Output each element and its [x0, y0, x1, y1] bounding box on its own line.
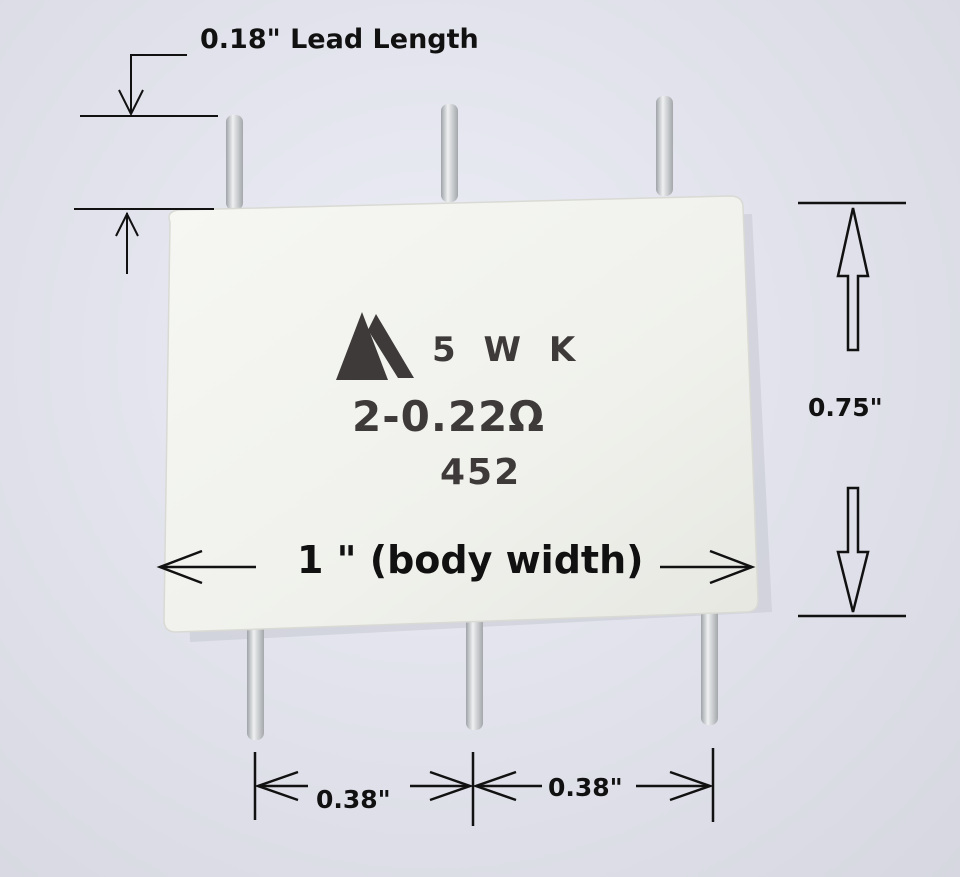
pitch-left-label: 0.38"	[316, 785, 391, 814]
bottom-lead-left	[247, 618, 264, 740]
body-width-label: 1 " (body width)	[297, 538, 644, 582]
lead-length-label: 0.18" Lead Length	[200, 24, 479, 55]
marking-code: 452	[440, 452, 522, 493]
body-height-label: 0.75"	[808, 393, 883, 422]
bottom-lead-middle	[466, 610, 483, 730]
top-lead-right	[656, 96, 673, 196]
top-lead-left	[226, 115, 243, 210]
width-dimension	[156, 549, 756, 585]
marking-power-rating: 5 W K	[432, 330, 584, 370]
triangle-logo-icon	[336, 312, 414, 380]
lead-length-dimension	[74, 54, 218, 274]
pitch-right-label: 0.38"	[548, 773, 623, 802]
resistor-body	[163, 195, 759, 633]
marking-resistance: 2-0.22Ω	[352, 392, 545, 441]
bottom-lead-right	[701, 605, 718, 725]
pitch-dimension	[253, 748, 715, 826]
height-dimension	[798, 201, 906, 618]
top-lead-middle	[441, 104, 458, 202]
